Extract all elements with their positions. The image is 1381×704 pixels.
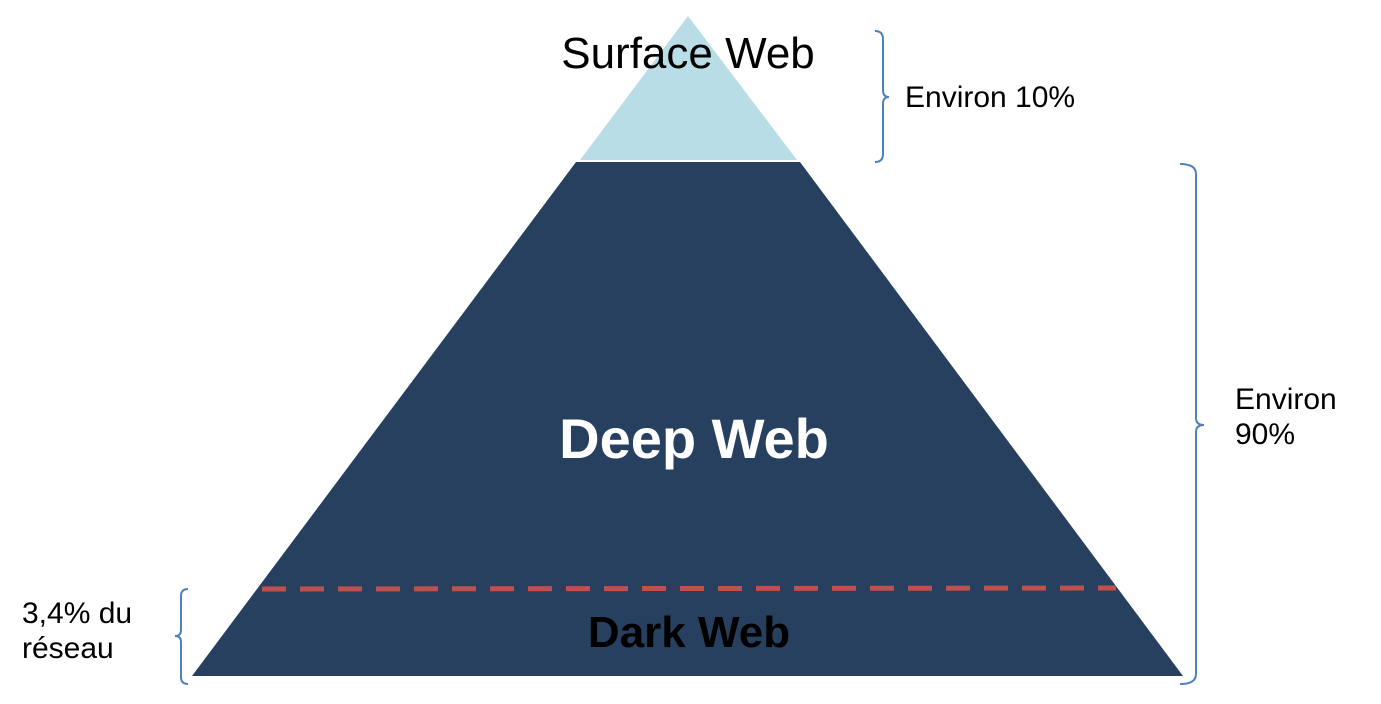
deep-web-layer (192, 162, 1183, 676)
surface-web-bracket (874, 30, 890, 163)
surface-web-layer (580, 16, 797, 160)
deep-web-share-label: Environ 90% (1235, 383, 1337, 452)
surface-web-label: Surface Web (561, 29, 815, 78)
dark-web-label: Dark Web (587, 608, 791, 657)
deep-web-bracket (1179, 163, 1205, 685)
deep-web-label: Deep Web (559, 407, 829, 470)
dark-web-bracket (174, 588, 189, 685)
dark-web-share-label: 3,4% du réseau (22, 597, 133, 666)
surface-web-share-label: Environ 10% (905, 81, 1076, 114)
dark-web-divider (261, 585, 1117, 592)
